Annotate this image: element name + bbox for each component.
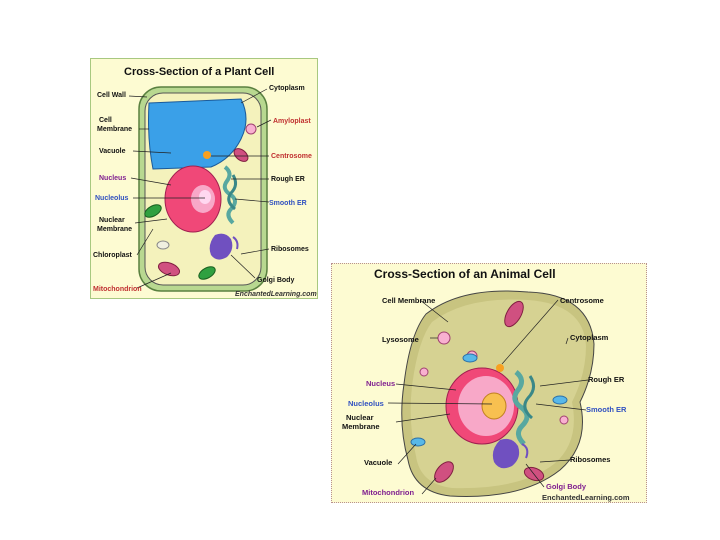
animal-label-nuclear-membrane-2: Membrane [342, 422, 380, 431]
plant-credit: EnchantedLearning.com [235, 291, 317, 298]
animal-label-nuclear-membrane-1: Nuclear [346, 413, 374, 422]
animal-label-ribosomes: Ribosomes [570, 455, 610, 464]
animal-rough-er [512, 370, 530, 446]
plant-label-amyloplast: Amyloplast [273, 118, 311, 125]
animal-vacuole [552, 395, 568, 405]
plant-amyloplast [245, 123, 257, 135]
animal-golgi-vesicle [521, 443, 529, 459]
animal-vacuole [410, 437, 426, 447]
animal-golgi-body [492, 438, 520, 469]
plant-label-ribosomes: Ribosomes [271, 246, 309, 253]
plant-chloroplast [198, 266, 216, 280]
plant-label-rough-er: Rough ER [271, 176, 305, 183]
plant-cell-svg: Cross-Section of a Plant Cell [93, 66, 317, 298]
animal-nucleolus [481, 392, 507, 420]
plant-vacuole [148, 98, 247, 170]
animal-cell-diagram: Cross-Section of an Animal Cell [331, 263, 647, 503]
plant-golgi-body [209, 233, 233, 260]
plant-smooth-er [227, 174, 238, 211]
plant-label-cell-wall: Cell Wall [97, 92, 126, 99]
plant-label-nuclear-membrane-2: Membrane [97, 226, 132, 233]
animal-label-nucleus: Nucleus [366, 379, 395, 388]
animal-centrosome [496, 364, 504, 372]
animal-title: Cross-Section of an Animal Cell [374, 267, 556, 281]
plant-label-centrosome: Centrosome [271, 153, 312, 160]
animal-lysosome [559, 415, 569, 425]
animal-label-centrosome: Centrosome [560, 296, 604, 305]
animal-leader-lines [387, 299, 589, 495]
animal-label-lysosome: Lysosome [382, 335, 419, 344]
plant-label-smooth-er: Smooth ER [269, 200, 307, 207]
animal-label-rough-er: Rough ER [588, 375, 625, 384]
plant-amyloplast-granule [156, 240, 170, 250]
plant-centrosome [203, 151, 211, 159]
animal-smooth-er [523, 375, 535, 420]
animal-credit: EnchantedLearning.com [542, 493, 630, 502]
plant-label-nucleus: Nucleus [99, 175, 126, 182]
plant-label-vacuole: Vacuole [99, 148, 126, 155]
animal-label-mitochondrion: Mitochondrion [362, 488, 414, 497]
animal-label-cytoplasm: Cytoplasm [570, 333, 609, 342]
animal-mitochondrion [504, 300, 524, 328]
plant-cell-diagram: Cross-Section of a Plant Cell [90, 58, 318, 299]
plant-label-nuclear-membrane-1: Nuclear [99, 217, 125, 224]
plant-title: Cross-Section of a Plant Cell [124, 66, 274, 78]
animal-label-golgi-body: Golgi Body [546, 482, 587, 491]
animal-label-vacuole: Vacuole [364, 458, 392, 467]
animal-label-nucleolus: Nucleolus [348, 399, 384, 408]
plant-label-chloroplast: Chloroplast [93, 252, 133, 259]
plant-mitochondrion [233, 148, 249, 162]
animal-lysosome [419, 367, 429, 377]
plant-nucleolus [199, 190, 211, 204]
plant-label-cell-membrane-1: Cell [99, 117, 112, 124]
plant-label-cell-membrane-2: Membrane [97, 126, 132, 133]
plant-chloroplast [144, 204, 162, 218]
animal-label-smooth-er: Smooth ER [586, 405, 627, 414]
animal-cell-svg: Cross-Section of an Animal Cell [342, 267, 630, 502]
plant-label-nucleolus: Nucleolus [95, 195, 129, 202]
animal-mitochondrion [434, 461, 454, 483]
plant-label-cytoplasm: Cytoplasm [269, 85, 305, 92]
plant-label-golgi-body: Golgi Body [257, 277, 294, 284]
plant-label-mitochondrion: Mitochondrion [93, 286, 142, 293]
animal-vacuole [462, 353, 478, 363]
animal-label-cell-membrane: Cell Membrane [382, 296, 435, 305]
plant-leader-lines [128, 88, 272, 289]
plant-golgi-vesicle [232, 236, 239, 250]
animal-lysosome [437, 331, 451, 345]
